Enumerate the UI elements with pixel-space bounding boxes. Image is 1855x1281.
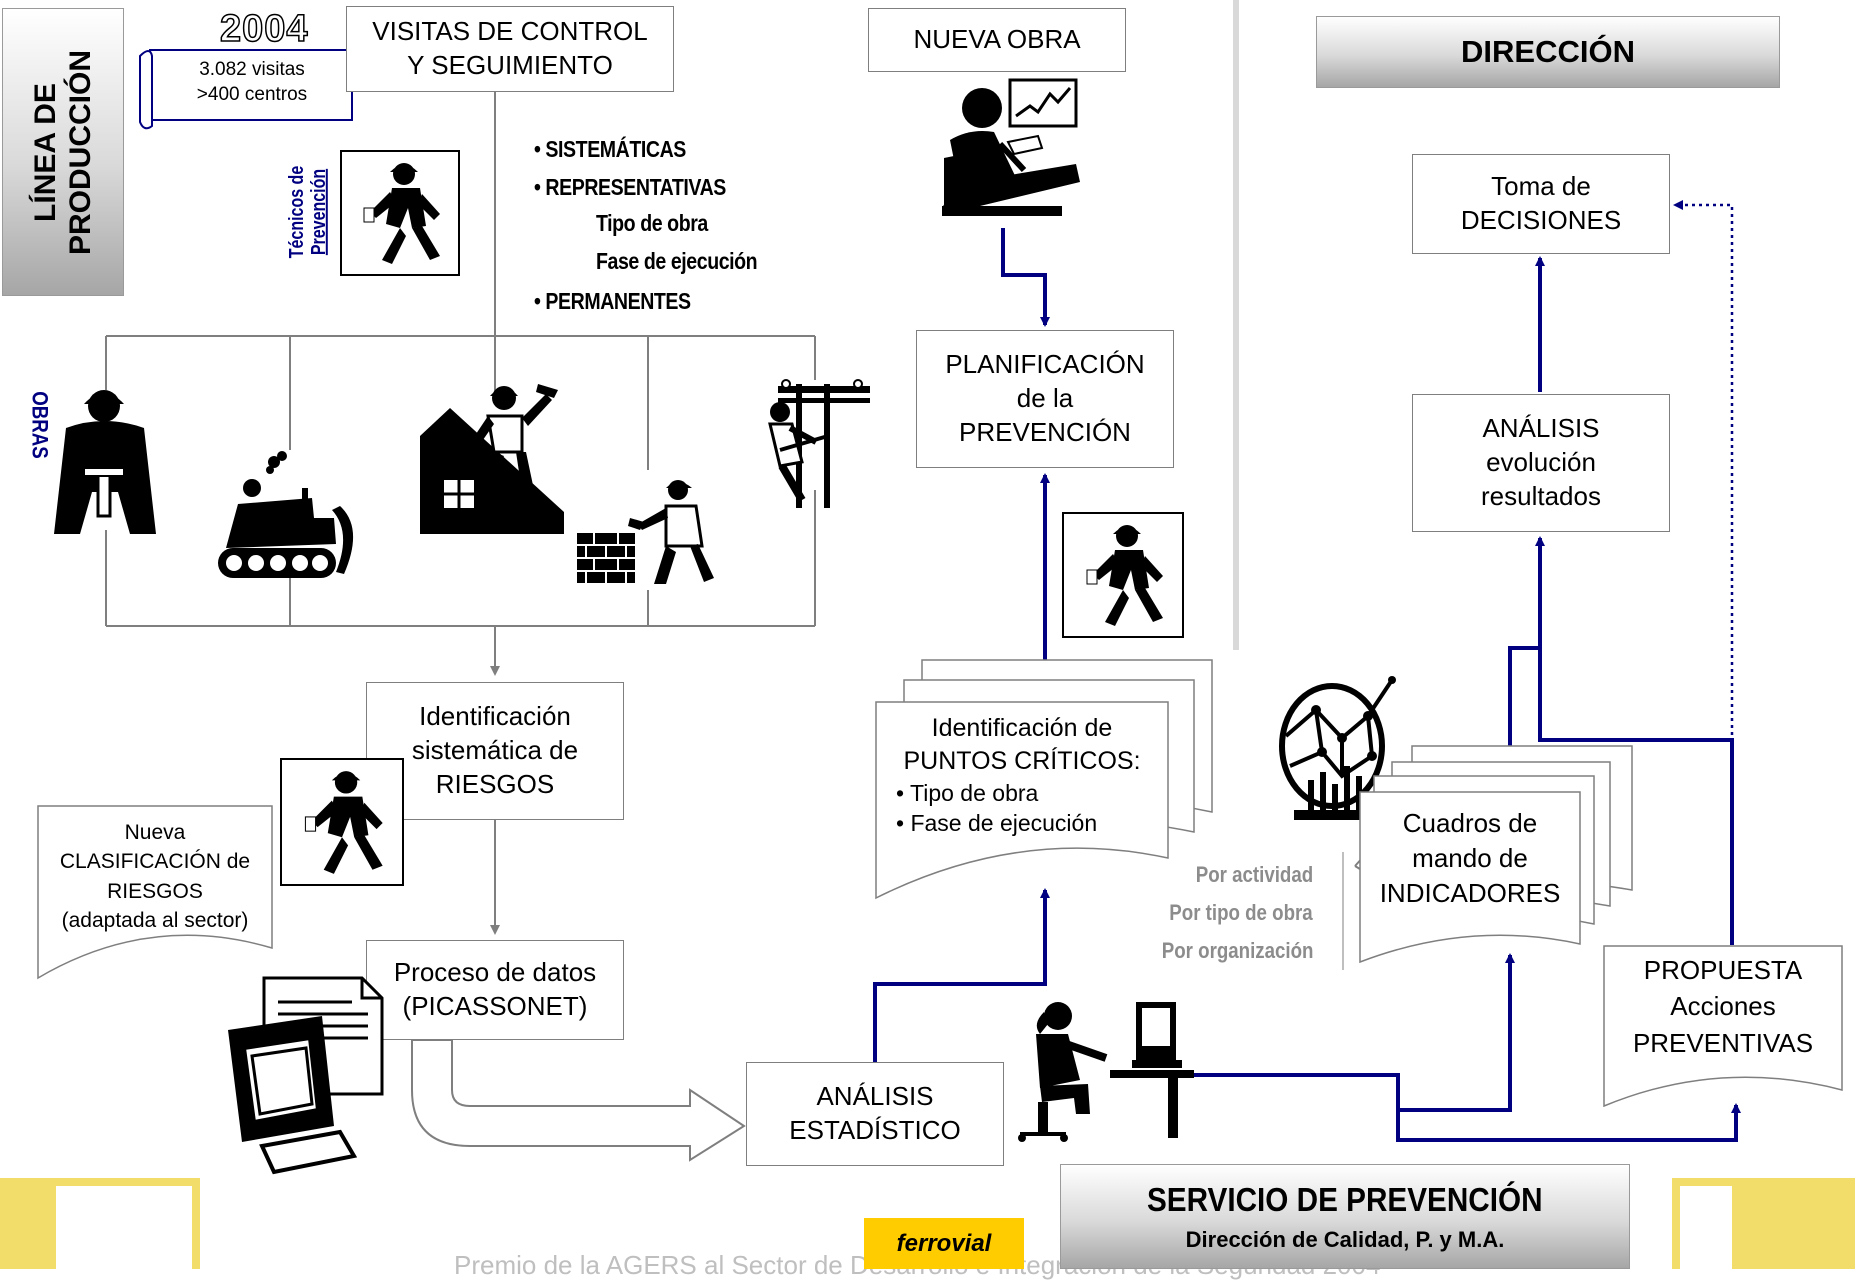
servicio-title: SERVICIO DE PREVENCIÓN bbox=[1147, 1180, 1543, 1218]
identificacion-riesgos-box: Identificación sistemática de RIESGOS bbox=[366, 682, 624, 820]
linea-line-2: PRODUCCIÓN bbox=[63, 49, 97, 255]
scroll-line-2: >400 centros bbox=[196, 83, 308, 105]
puntos-bullet-1: • Tipo de obra bbox=[896, 780, 1039, 806]
cuadros-line-1: Cuadros de bbox=[1402, 808, 1538, 838]
puntos-line-2: PUNTOS CRÍTICOS: bbox=[903, 746, 1141, 775]
servicio-subtitle: Dirección de Calidad, P. y M.A. bbox=[1185, 1226, 1505, 1252]
por-labels-bracket bbox=[1342, 852, 1344, 970]
propuesta-line-1: PROPUESTA bbox=[1643, 955, 1803, 985]
cuadros-doc: Cuadros de mando de INDICADORES bbox=[1360, 806, 1580, 911]
year-label: 2004 bbox=[219, 7, 309, 51]
tecnicos-line-2: Prevención bbox=[308, 168, 331, 256]
planificacion-line-3: PREVENCIÓN bbox=[959, 416, 1131, 447]
estadistico-line-2: ESTADÍSTICO bbox=[789, 1115, 961, 1145]
nueva-obra-label: NUEVA OBRA bbox=[913, 24, 1081, 55]
technician-icon bbox=[280, 758, 404, 886]
evol-line-1: ANÁLISIS bbox=[1482, 413, 1600, 444]
toma-line-1: Toma de bbox=[1491, 171, 1591, 202]
ident-line-2: sistemática de bbox=[411, 735, 579, 766]
estadistico-line-1: ANÁLISIS bbox=[816, 1081, 934, 1112]
visitas-line-2: Y SEGUIMIENTO bbox=[407, 50, 613, 80]
sub-fase-ejecucion: Fase de ejecución bbox=[596, 248, 758, 274]
evol-line-2: evolución bbox=[1486, 447, 1596, 478]
proceso-line-1: Proceso de datos bbox=[393, 957, 597, 988]
nueva-clasificacion-doc: Nueva CLASIFICACIÓN de RIESGOS (adaptada… bbox=[38, 818, 272, 936]
puntos-line-1: Identificación de bbox=[931, 714, 1113, 742]
ident-line-3: RIESGOS bbox=[435, 768, 555, 799]
analisis-estadistico-box: ANÁLISIS ESTADÍSTICO bbox=[746, 1062, 1004, 1166]
bricklayer-icon bbox=[574, 476, 714, 586]
network-chart-icon bbox=[1272, 676, 1400, 826]
technician-icon bbox=[1062, 512, 1184, 638]
technician-icon bbox=[340, 150, 460, 276]
bullet-sistematicas: • SISTEMÁTICAS bbox=[534, 136, 686, 162]
visitas-line-1: VISITAS DE CONTROL bbox=[372, 16, 648, 47]
direccion-box: DIRECCIÓN bbox=[1316, 16, 1780, 88]
toma-decisiones-box: Toma de DECISIONES bbox=[1412, 154, 1670, 254]
sub-tipo-obra: Tipo de obra bbox=[596, 210, 708, 236]
computer-icon bbox=[222, 976, 392, 1180]
hollow-flow-arrow bbox=[411, 1039, 746, 1162]
propuesta-doc: PROPUESTA Acciones PREVENTIVAS bbox=[1604, 952, 1842, 1061]
scroll-line-1: 3.082 visitas bbox=[199, 59, 305, 80]
footer-yellow-block-left bbox=[0, 1178, 48, 1269]
roofer-icon bbox=[418, 382, 568, 536]
footer-yellow-frame-left bbox=[48, 1178, 200, 1269]
planificacion-line-2: de la bbox=[1016, 383, 1074, 414]
por-tipo-obra: Por tipo de obra bbox=[1169, 900, 1313, 925]
puntos-criticos-doc: Identificación de PUNTOS CRÍTICOS: • Tip… bbox=[876, 712, 1168, 882]
ferrovial-logo: ferrovial bbox=[864, 1218, 1024, 1269]
manager-desk-icon bbox=[930, 78, 1080, 228]
tecnicos-label: Técnicos de Prevención bbox=[268, 152, 348, 272]
planificacion-box: PLANIFICACIÓN de la PREVENCIÓN bbox=[916, 330, 1174, 468]
clasif-line-1: Nueva bbox=[124, 821, 186, 844]
cuadros-line-2: mando de bbox=[1412, 843, 1528, 874]
por-actividad: Por actividad bbox=[1195, 862, 1313, 887]
linea-produccion-box: LÍNEA DE PRODUCCIÓN bbox=[2, 8, 124, 296]
bullet-representativas: • REPRESENTATIVAS bbox=[534, 174, 726, 200]
planificacion-line-1: PLANIFICACIÓN bbox=[945, 349, 1145, 380]
proceso-datos-box: Proceso de datos (PICASSONET) bbox=[366, 940, 624, 1040]
linea-line-1: LÍNEA DE bbox=[28, 82, 62, 222]
footer-yellow-block-right bbox=[1732, 1178, 1855, 1269]
bullet-permanentes: • PERMANENTES bbox=[534, 288, 691, 314]
tecnicos-line-1: Técnicos de bbox=[286, 165, 309, 259]
por-organizacion: Por organización bbox=[1161, 938, 1313, 963]
scroll-icon: 3.082 visitas >400 centros bbox=[138, 46, 360, 130]
analisis-evolucion-box: ANÁLISIS evolución resultados bbox=[1412, 394, 1670, 532]
bulldozer-icon bbox=[212, 448, 368, 582]
worker-jackhammer-icon bbox=[44, 384, 166, 534]
puntos-bullet-2: • Fase de ejecución bbox=[896, 809, 1098, 836]
nueva-obra-box: NUEVA OBRA bbox=[868, 8, 1126, 72]
propuesta-line-3: PREVENTIVAS bbox=[1632, 1027, 1814, 1058]
evol-line-3: resultados bbox=[1481, 480, 1601, 511]
ident-line-1: Identificación bbox=[419, 701, 571, 732]
operator-computer-icon bbox=[1018, 998, 1194, 1144]
clasif-line-4: (adaptada al sector) bbox=[61, 909, 249, 933]
cuadros-line-3: INDICADORES bbox=[1379, 878, 1561, 909]
propuesta-line-2: Acciones bbox=[1670, 991, 1776, 1022]
visitas-box: VISITAS DE CONTROL Y SEGUIMIENTO bbox=[346, 6, 674, 92]
clasif-line-3: RIESGOS bbox=[107, 879, 203, 903]
proceso-line-2: (PICASSONET) bbox=[402, 991, 588, 1021]
clasif-line-2: CLASIFICACIÓN de bbox=[59, 850, 251, 874]
electrician-icon bbox=[762, 376, 870, 508]
direccion-title: DIRECCIÓN bbox=[1461, 34, 1635, 69]
toma-line-2: DECISIONES bbox=[1460, 205, 1622, 235]
servicio-box: SERVICIO DE PREVENCIÓN Dirección de Cali… bbox=[1060, 1164, 1630, 1269]
